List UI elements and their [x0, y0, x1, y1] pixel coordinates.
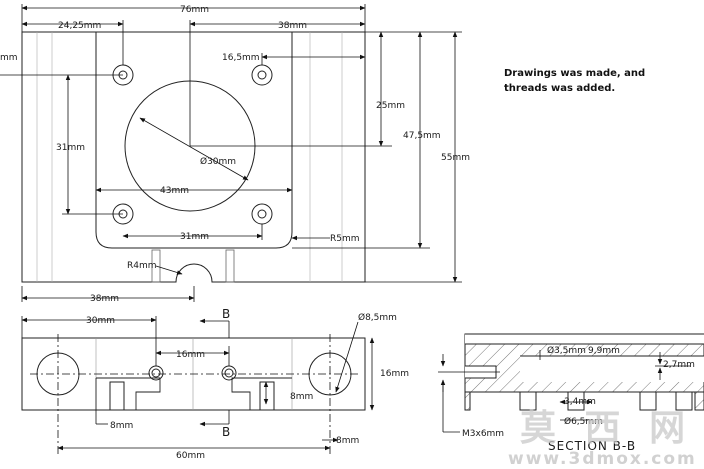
front-view-outline [21, 337, 366, 411]
top-view-outline [21, 31, 366, 283]
dim-section-dia-6-5: Ø6,5mm [564, 416, 603, 427]
revision-note: Drawings was made, and threads was added… [504, 66, 684, 96]
dim-height-25: 25mm [376, 101, 405, 111]
top-view [21, 31, 366, 283]
dim-front-30: 30mm [86, 316, 115, 326]
section-mark-bottom: B [222, 425, 230, 439]
dim-section-3-4: 3,4mm [564, 397, 596, 407]
revision-note-line-2: threads was added. [504, 83, 616, 94]
dim-front-8-right: 8mm [290, 392, 313, 402]
dim-height-47-5: 47,5mm [403, 131, 441, 141]
dim-front-16: 16mm [176, 350, 205, 360]
section-view [464, 333, 704, 411]
section-title: SECTION B-B [548, 439, 636, 453]
watermark-url: www.3dmox.com [508, 449, 697, 469]
dim-bore-dia: Ø30mm [200, 156, 236, 167]
dim-front-dia-8-5: Ø8,5mm [358, 312, 397, 323]
dim-bottom-38: 38mm [90, 294, 119, 304]
dim-height-55: 55mm [441, 153, 470, 163]
dim-section-2-7: 2,7mm [663, 360, 695, 370]
watermark: 莫 西 网 www.3dmox.com [508, 408, 697, 469]
dim-span-31: 31mm [180, 232, 209, 242]
dim-right-offset: 38mm [278, 21, 307, 31]
dim-section-thread: M3x6mm [462, 429, 504, 439]
top-view-inner-plate [95, 32, 293, 249]
section-mark-top: B [222, 307, 230, 321]
mount-holes [112, 64, 273, 225]
watermark-cn: 莫 西 网 [520, 408, 693, 449]
dim-r5: R5mm [330, 234, 360, 244]
dim-section-dia-3-5: Ø3,5mm [547, 345, 586, 356]
dim-hole-x: 16,5mm [222, 53, 260, 63]
dim-front-60: 60mm [176, 451, 205, 461]
dim-front-8-left: 8mm [110, 421, 133, 431]
dim-left-cut: mm [0, 53, 18, 63]
dim-overall-width: 76mm [180, 5, 209, 15]
dim-span-43: 43mm [160, 186, 189, 196]
dim-front-h16: 16mm [380, 369, 409, 379]
dim-r4: R4mm [127, 261, 157, 271]
revision-note-line-1: Drawings was made, and [504, 68, 646, 79]
dim-section-9-9: 9,9mm [588, 346, 620, 356]
dim-height-31: 31mm [56, 143, 85, 153]
dim-front-8-bottom: 8mm [336, 436, 359, 446]
dim-left-offset: 24,25mm [58, 21, 101, 31]
